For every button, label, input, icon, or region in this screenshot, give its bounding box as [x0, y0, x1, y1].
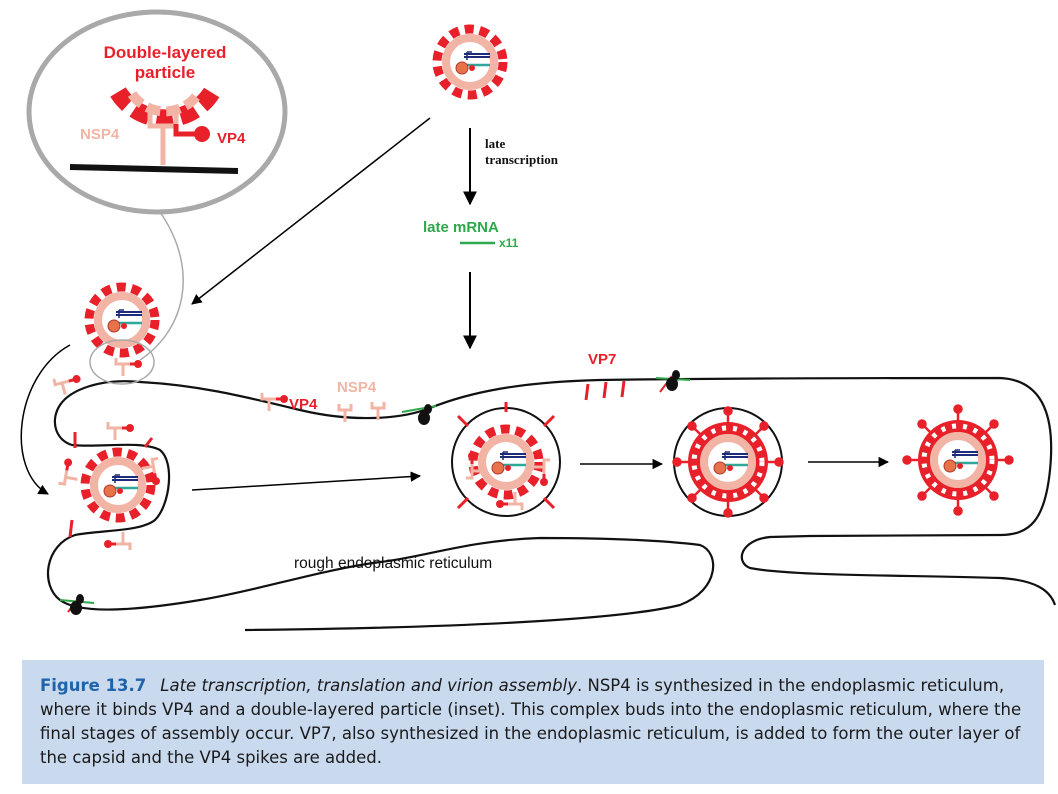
mature-virion	[904, 406, 1013, 515]
late-transcription-label-line2: transcription	[485, 152, 559, 167]
er-nsp4-label: NSP4	[337, 379, 377, 396]
inset-membrane	[69, 164, 239, 174]
step-arrow-1	[191, 471, 422, 491]
er-name-label: rough endoplasmic reticulum	[294, 555, 492, 572]
inset-connector-line	[139, 211, 184, 361]
inset-nsp4-label: NSP4	[80, 126, 120, 143]
figure-caption-text: . NSP4 is synthesized in the endoplasmic…	[40, 676, 1022, 767]
virion-assembly-diagram: Double-layered particle NSP4 VP4 late tr…	[20, 9, 1057, 632]
figure-title: Late transcription, translation and viri…	[160, 676, 577, 695]
assembly-step-2	[451, 402, 561, 517]
ribosome-3	[59, 594, 95, 615]
er-membrane-lower	[46, 380, 715, 632]
er-membrane-main	[139, 376, 1057, 606]
er-vp4-label: VP4	[289, 396, 318, 413]
inset-vp4-head	[194, 126, 210, 142]
budding-highlight-circle	[89, 339, 155, 385]
ribosome-2	[655, 370, 691, 393]
figure-caption: Figure 13.7 Late transcription, translati…	[22, 660, 1044, 784]
late-transcription-label-line1: late	[485, 136, 505, 151]
inset-particle-fragment	[110, 87, 220, 128]
inset-title-line1: Double-layered	[104, 43, 227, 62]
membrane-nsp4-1	[337, 402, 353, 424]
ribosome-1	[401, 404, 437, 425]
inset-callout: Double-layered particle NSP4 VP4	[26, 9, 288, 361]
late-mrna-label: late mRNA	[423, 219, 499, 236]
entry-arrow	[191, 117, 431, 305]
er-vp7-label: VP7	[588, 351, 616, 368]
membrane-vp7-marks	[68, 380, 626, 538]
membrane-nsp4-vp4-left	[52, 370, 86, 398]
inset-vp4-stalk	[173, 124, 196, 137]
top-double-layered-particle	[432, 24, 508, 100]
figure-number: Figure 13.7	[40, 676, 147, 695]
budding-double-layered-particle	[84, 282, 160, 358]
budding-curved-arrow	[20, 344, 71, 495]
inset-vp4-label: VP4	[217, 130, 246, 147]
assembly-step-3	[674, 408, 783, 517]
assembly-step-1	[56, 420, 165, 552]
inset-nsp4-protein	[147, 112, 179, 165]
inset-title-line2: particle	[135, 63, 195, 82]
mrna-count-label: x11	[499, 236, 519, 250]
budding-vp4	[114, 356, 144, 378]
